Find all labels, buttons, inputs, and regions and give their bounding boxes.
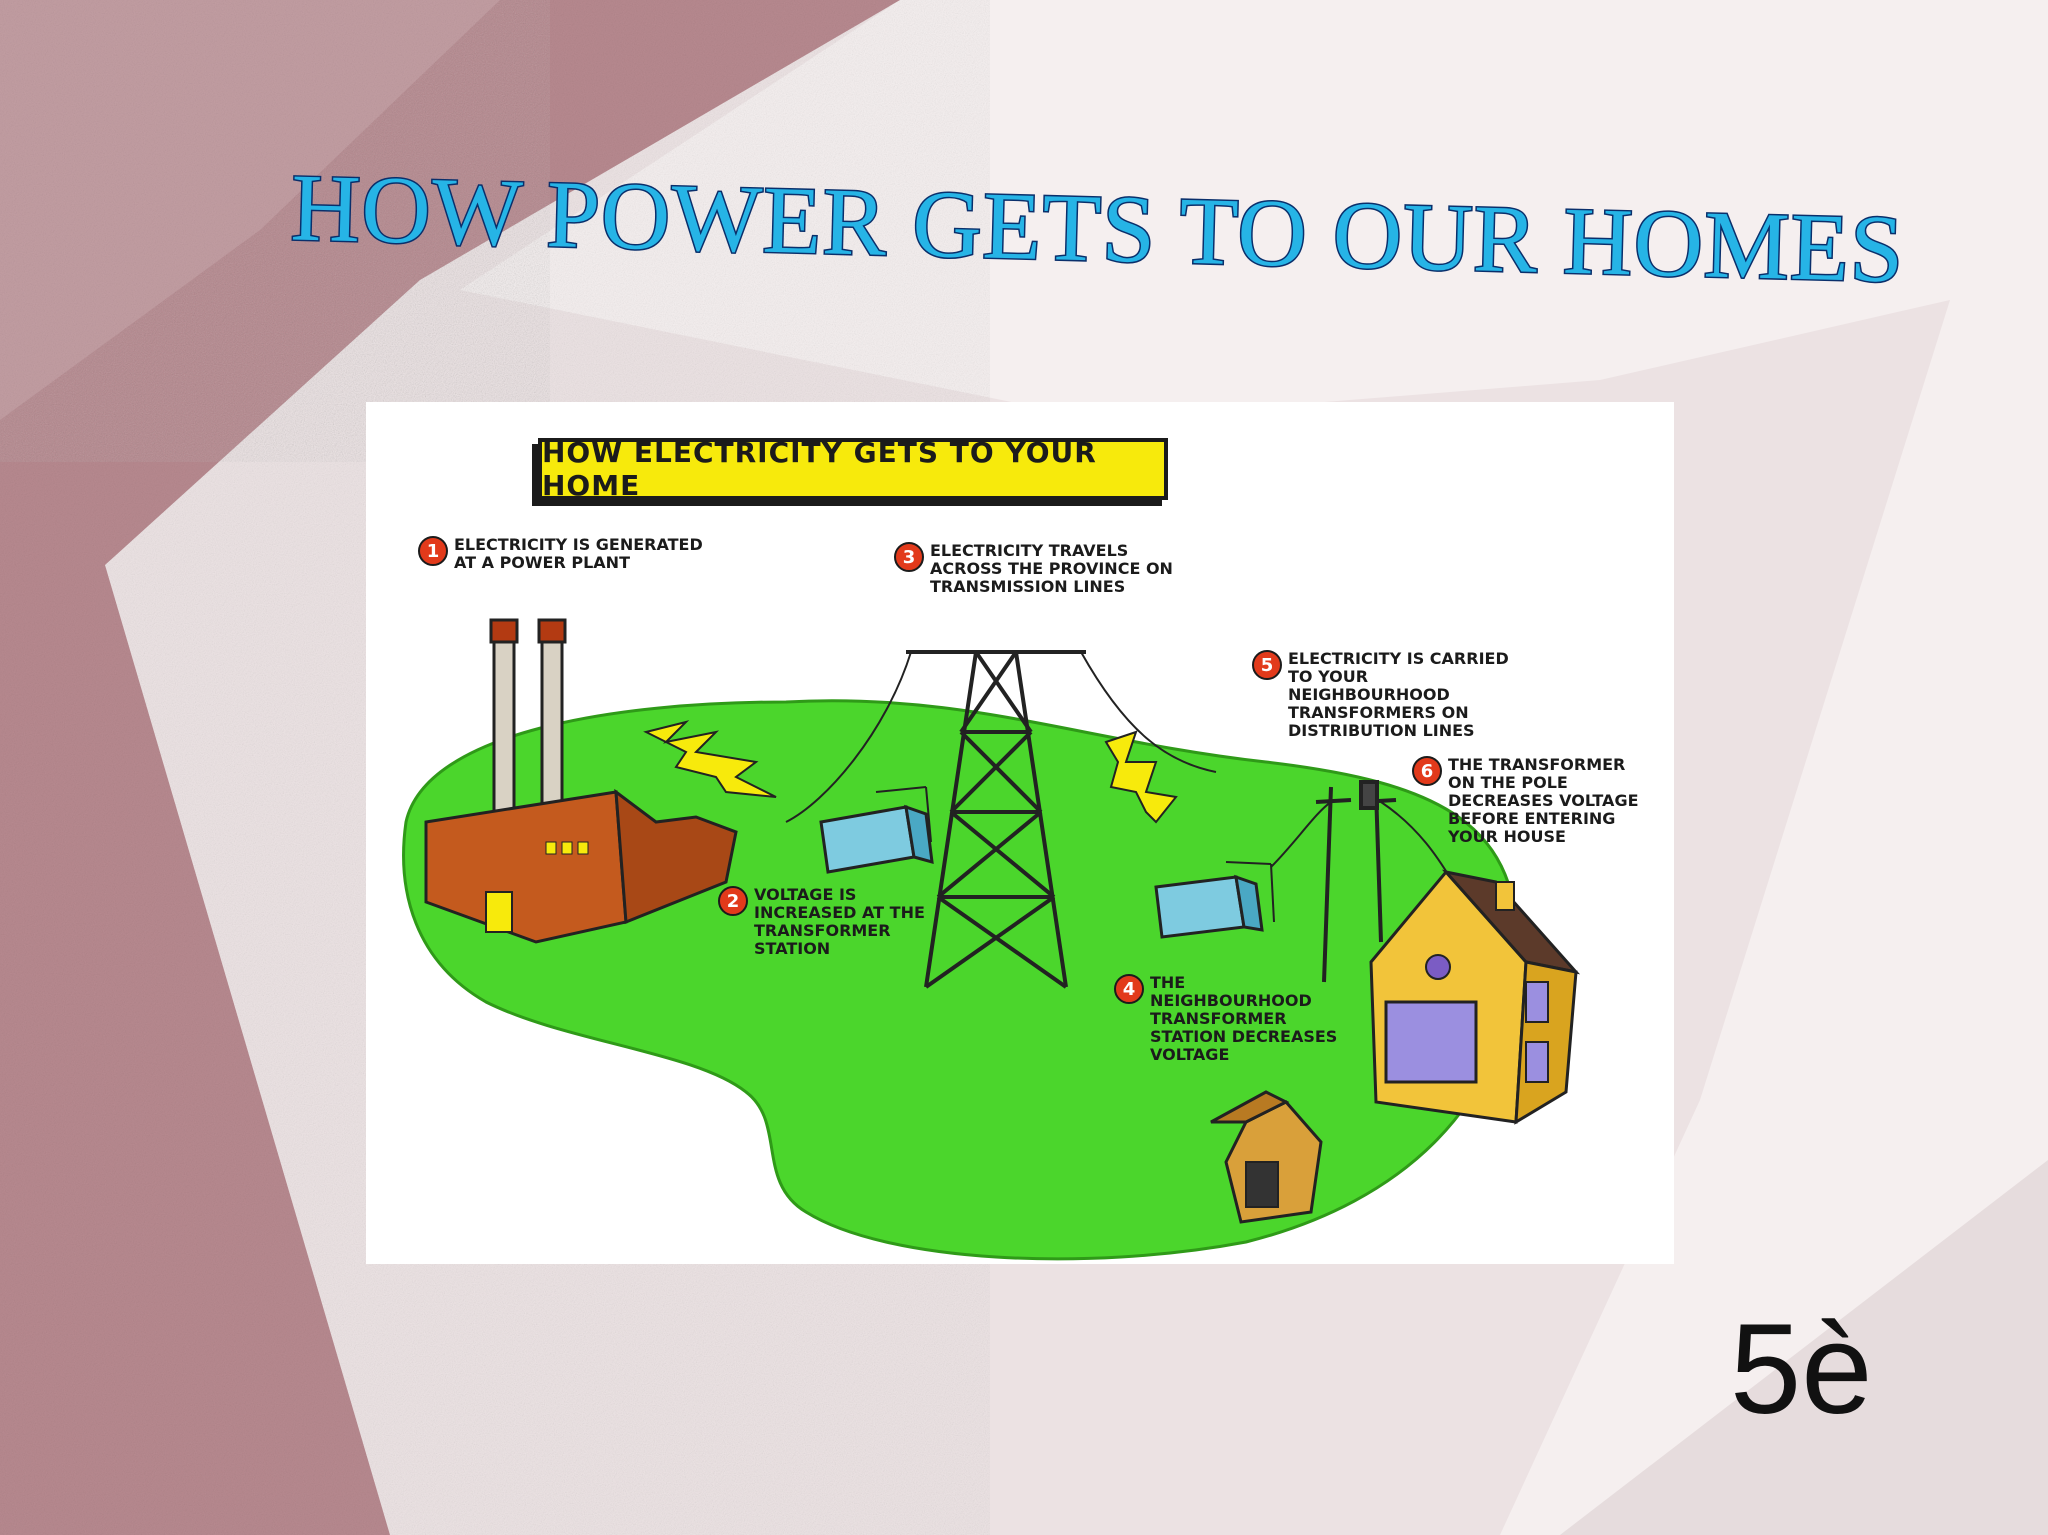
electricity-diagram: HOW ELECTRICITY GETS TO YOUR HOME 1 Elec… (366, 402, 1674, 1264)
background-shape (0, 0, 900, 1535)
step-1: 1 Electricity is generated at a power pl… (418, 536, 718, 572)
power-plant (424, 618, 738, 944)
neighbourhood-transformer (1154, 861, 1275, 939)
step-2-badge: 2 (718, 886, 748, 916)
step-5-text: Electricity is carried to your neighbour… (1288, 649, 1509, 740)
slide-title: HOW POWER GETS TO OUR HOMES (288, 160, 1900, 304)
slide-number: 5è (1730, 1298, 1873, 1441)
step-5-badge: 5 (1252, 650, 1282, 680)
step-3-text: Electricity travels across the province … (930, 541, 1173, 596)
grass-field (402, 699, 1519, 1261)
step-2: 2 Voltage is increased at the transforme… (718, 886, 928, 958)
lightning-arrow (1104, 730, 1178, 824)
background-shape (0, 0, 500, 420)
step-3-badge: 3 (894, 542, 924, 572)
utility-poles (1270, 780, 1457, 983)
step-4-badge: 4 (1114, 974, 1144, 1004)
step-4: 4 The neighbourhood transformer station … (1114, 974, 1344, 1064)
step-4-text: The neighbourhood transformer station de… (1150, 973, 1338, 1064)
background-shape (1560, 1160, 2048, 1535)
diagram-banner: HOW ELECTRICITY GETS TO YOUR HOME (538, 436, 1168, 502)
lightning-arrow (643, 720, 777, 798)
transformer-station (819, 786, 934, 874)
step-6-badge: 6 (1412, 756, 1442, 786)
step-1-badge: 1 (418, 536, 448, 566)
step-6: 6 The transformer on the pole decreases … (1412, 756, 1652, 846)
step-2-text: Voltage is increased at the transformer … (754, 885, 925, 958)
step-3: 3 Electricity travels across the provinc… (894, 542, 1184, 596)
slide-title-text: HOW POWER GETS TO OUR HOMES (290, 160, 1900, 303)
step-5: 5 Electricity is carried to your neighbo… (1252, 650, 1532, 740)
step-6-text: The transformer on the pole decreases vo… (1448, 755, 1639, 846)
transmission-tower (785, 650, 1217, 989)
house (1369, 869, 1581, 1125)
step-1-text: Electricity is generated at a power plan… (454, 535, 703, 572)
dog-house (1210, 1090, 1323, 1224)
